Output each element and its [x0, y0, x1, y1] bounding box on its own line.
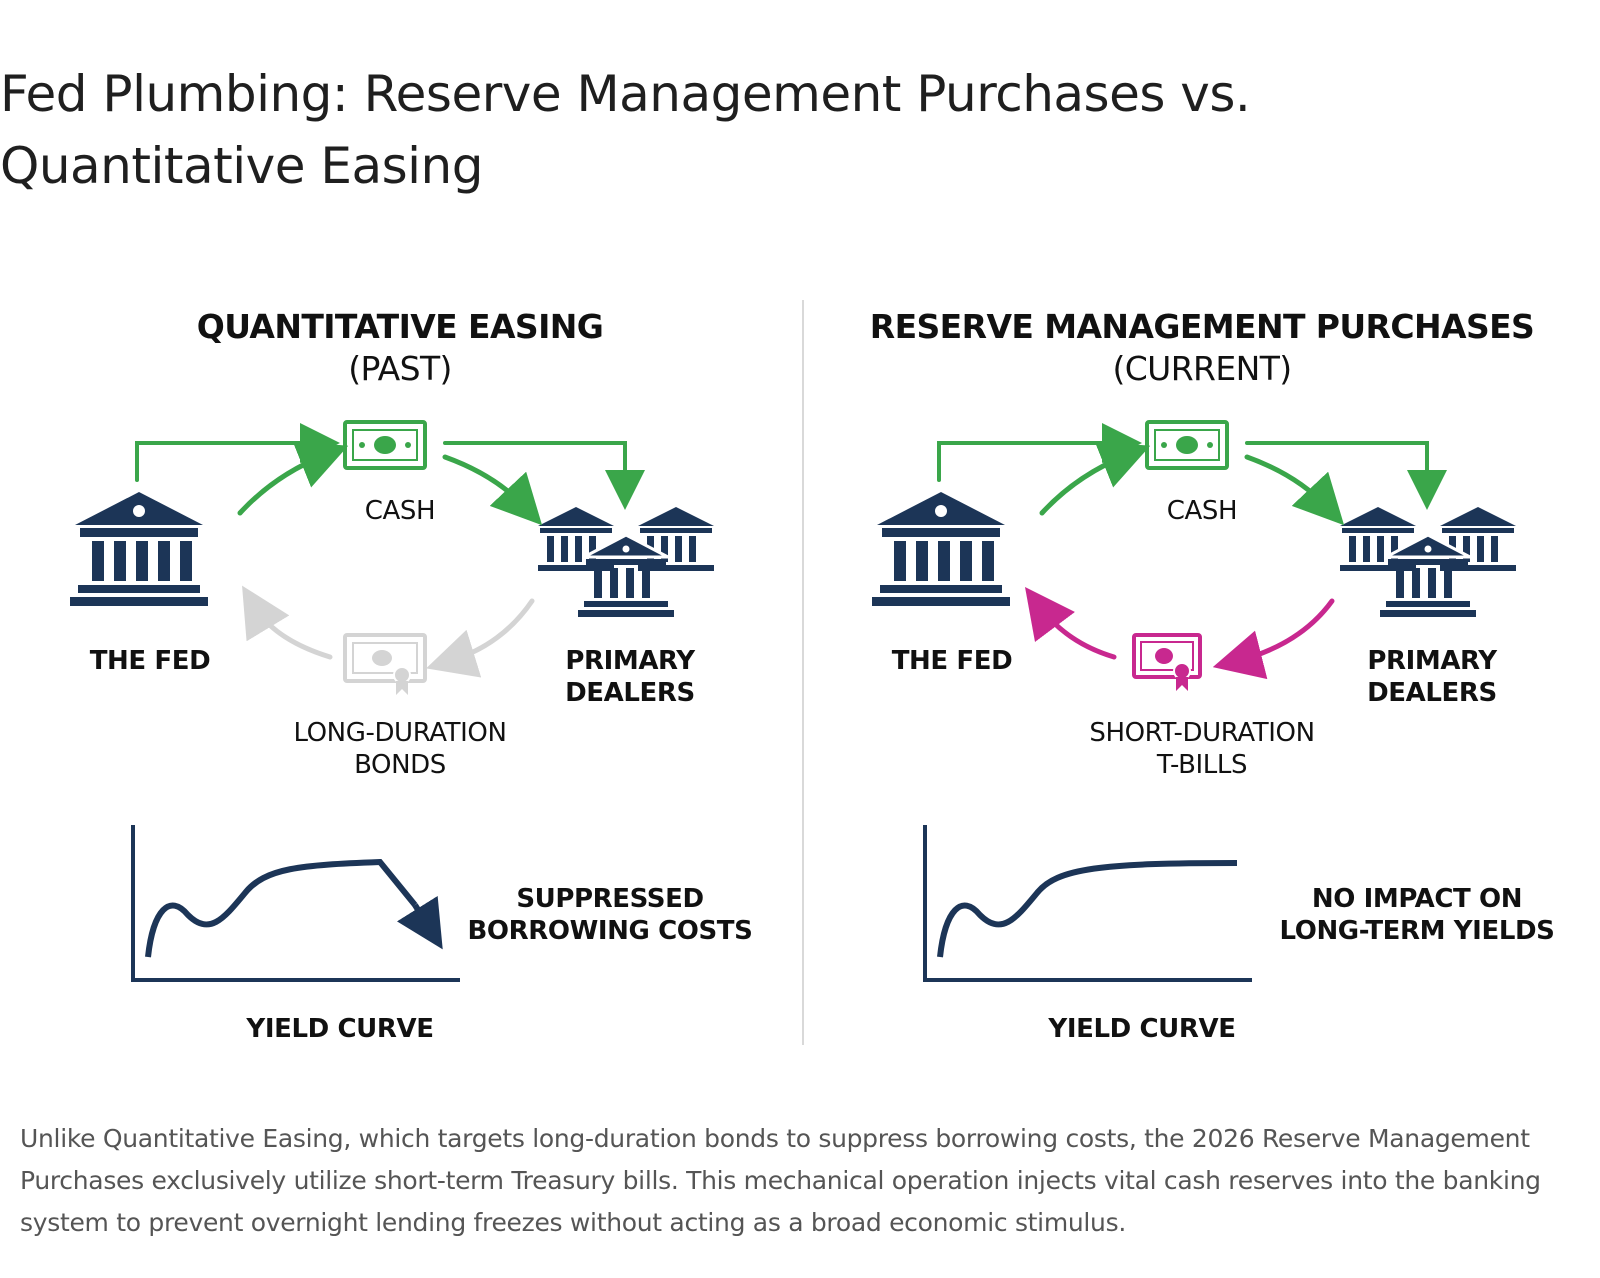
cash-icon [343, 420, 427, 470]
qe-fed-label: THE FED [89, 646, 211, 676]
rmp-yield-curve-chart [923, 825, 1252, 982]
rmp-fed-label: THE FED [891, 646, 1013, 676]
rmp-yield-curve-label: YIELD CURVE [1048, 1014, 1236, 1044]
qe-asset-label: LONG-DURATION BONDS [293, 718, 507, 780]
fed-to-cash-curved-arrow [237, 441, 349, 516]
yield-curve-line [937, 860, 1238, 958]
bond-certificate-icon [343, 633, 427, 695]
panel-divider [802, 300, 804, 1045]
fed-to-cash-outer-arrow [135, 423, 340, 482]
cash-to-dealers-curved-arrow [1244, 454, 1345, 526]
dealer-banks-icon [538, 507, 714, 617]
yield-axes [923, 825, 1252, 982]
fed-to-cash-outer-arrow [937, 423, 1142, 482]
bond-to-fed-arrow [242, 585, 333, 660]
rmp-asset-label: SHORT-DURATION T-BILLS [1089, 718, 1315, 780]
fed-bank-icon [872, 492, 1010, 606]
qe-subheading: (PAST) [348, 349, 452, 388]
fed-to-cash-curved-arrow [1039, 441, 1151, 516]
cash-icon [1145, 420, 1229, 470]
rmp-cash-label: CASH [1166, 496, 1238, 526]
dealers-to-tbill-arrow [1212, 598, 1335, 680]
cash-to-dealers-outer-arrow [1245, 441, 1447, 510]
qe-flow-diagram [70, 420, 714, 982]
rmp-flow-diagram [872, 420, 1516, 982]
rmp-subheading: (CURRENT) [1112, 349, 1292, 388]
dealers-to-bond-arrow [426, 598, 535, 678]
qe-effect-label: SUPPRESSED BORROWING COSTS [467, 884, 753, 946]
qe-cash-label: CASH [364, 496, 436, 526]
qe-heading: QUANTITATIVE EASING [196, 307, 604, 346]
page-title: Fed Plumbing: Reserve Management Purchas… [0, 65, 1251, 195]
qe-yield-curve-label: YIELD CURVE [246, 1014, 434, 1044]
qe-yield-curve-chart [131, 825, 460, 982]
rmp-dealers-label: PRIMARY DEALERS [1367, 646, 1497, 708]
yield-curve-line [145, 858, 418, 958]
yield-drop-arrow [396, 895, 443, 950]
rmp-effect-label: NO IMPACT ON LONG-TERM YIELDS [1279, 884, 1555, 946]
rmp-heading: RESERVE MANAGEMENT PURCHASES [869, 307, 1535, 346]
tbill-to-fed-arrow [1024, 587, 1117, 660]
cash-to-dealers-curved-arrow [442, 454, 543, 526]
qe-dealers-label: PRIMARY DEALERS [565, 646, 695, 708]
tbill-certificate-icon [1132, 633, 1202, 691]
fed-bank-icon [70, 492, 208, 606]
cash-to-dealers-outer-arrow [443, 441, 645, 510]
caption: Unlike Quantitative Easing, which target… [20, 1124, 1541, 1237]
rmp-panel: RESERVE MANAGEMENT PURCHASES (CURRENT) [812, 285, 1592, 1065]
yield-axes [131, 825, 460, 982]
dealer-banks-icon [1340, 507, 1516, 617]
qe-panel: QUANTITATIVE EASING (PAST) [10, 285, 790, 1065]
